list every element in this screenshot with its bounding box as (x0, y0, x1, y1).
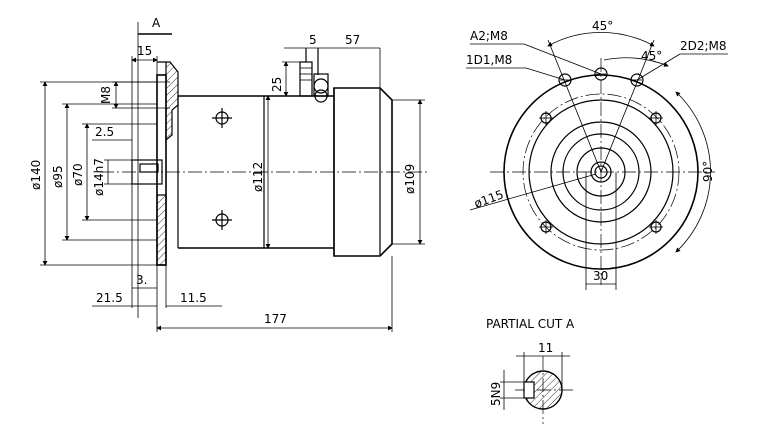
dim-2-5: 2.5 (95, 125, 114, 139)
label-1d1-m8: 1D1,M8 (466, 53, 512, 67)
ring-4 (576, 147, 626, 197)
cut-keyway (523, 381, 535, 399)
hatched-section (157, 61, 179, 142)
hatched-lower (156, 194, 167, 266)
label-a2-m8: A2;M8 (470, 29, 508, 43)
mount-hole-tr (649, 111, 663, 125)
dim-d109: ø109 (403, 164, 417, 194)
partial-cut-title: PARTIAL CUT A (486, 317, 575, 331)
shaft-end (594, 165, 608, 179)
dim-d112: ø112 (251, 162, 265, 192)
dim-21-5: 21.5 (96, 291, 123, 305)
body-circle (528, 99, 674, 245)
angle-45-small: 45° (641, 49, 662, 63)
outer-flange-circle (503, 74, 699, 270)
angle-45-top: 45° (592, 19, 613, 33)
dim-d14h7: ø14h7 (92, 158, 106, 196)
dim-11: 11 (538, 341, 553, 355)
label-2d2-m8: 2D2;M8 (680, 39, 727, 53)
dim-3: 3. (136, 273, 147, 287)
dim-d140: ø140 (29, 160, 43, 190)
dim-177: 177 (264, 312, 287, 326)
dim-30: 30 (593, 269, 608, 283)
mount-hole-tl (539, 111, 553, 125)
mount-hole-br (649, 220, 663, 234)
dim-d70: ø70 (71, 163, 85, 186)
dim-5n9: 5N9 (489, 382, 503, 406)
shaft (131, 159, 163, 185)
dim-15: 15 (137, 44, 152, 58)
dim-d95: ø95 (51, 165, 65, 188)
partial-cut-a: PARTIAL CUT A 11 5N9 (486, 317, 575, 424)
body-bolt-top (212, 108, 232, 128)
mount-hole-bl (539, 220, 553, 234)
ring-3 (562, 133, 640, 211)
ring-2 (550, 121, 652, 223)
dim-m8: M8 (99, 86, 113, 104)
body-bolt-bottom (212, 210, 232, 230)
dim-25: 25 (270, 77, 284, 92)
dim-11-5: 11.5 (180, 291, 207, 305)
ring-5 (590, 161, 612, 183)
side-view: A 15 M8 2.5 ø140 ø95 ø70 ø14h7 (29, 16, 430, 332)
section-a-label: A (152, 16, 161, 30)
dim-d115: ø115 (472, 187, 505, 211)
shaft-key (139, 163, 159, 173)
angle-90: 90° (701, 161, 715, 182)
front-view: 45° 45° 90° A2;M8 1D1,M8 2D2;M8 ø115 30 (466, 19, 728, 290)
top-terminals (299, 48, 329, 103)
dim-5: 5 (309, 33, 317, 47)
dim-57: 57 (345, 33, 360, 47)
